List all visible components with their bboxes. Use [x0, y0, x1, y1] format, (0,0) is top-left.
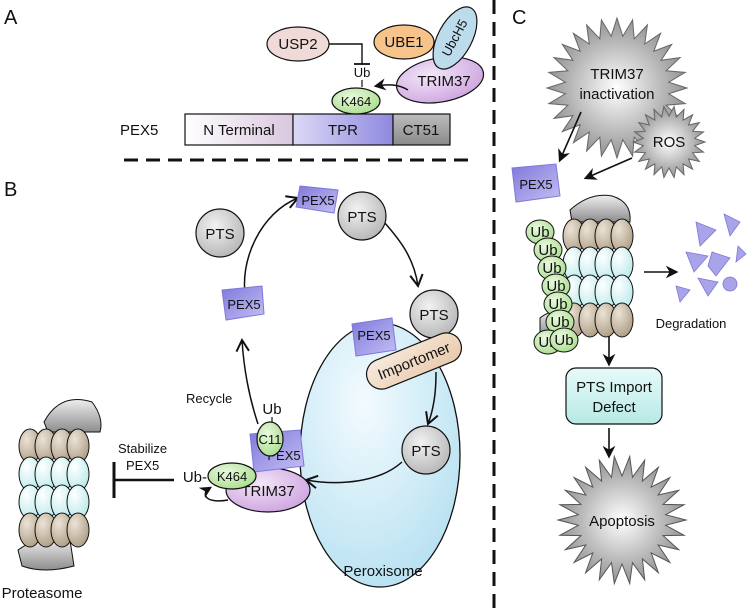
- cycle-arrow-to-dock: [383, 221, 424, 289]
- proteasome-cap-top: [43, 399, 102, 433]
- panel-c: TRIM37 inactivation ROS PEX5 UbUbUbUbUbU…: [511, 16, 747, 586]
- k464-label-b: K464: [217, 469, 247, 484]
- ubch5-oval: [432, 6, 478, 70]
- proteasome-c-subunit: [610, 302, 634, 338]
- panel-a: USP2 UBE1 TRIM37 UbcH5 Ub PEX5 N Termina…: [120, 6, 485, 146]
- fragment-3: [685, 251, 709, 273]
- pex5-shape-docked: [351, 317, 397, 357]
- panel-label-b: B: [4, 179, 17, 201]
- k464-oval-a: [331, 87, 381, 115]
- trim37-inactivation-line1: TRIM37: [590, 66, 643, 83]
- proteasome-b-subunit: [66, 512, 90, 548]
- panel-b: Peroxisome PTS PEX5 PTS PEX5 PEX5 PTS Im…: [2, 185, 463, 602]
- trim37-label-a: TRIM37: [417, 73, 470, 90]
- importomer-pill: [365, 332, 463, 390]
- ros-burst: [631, 104, 707, 180]
- pts-label-docked: PTS: [419, 307, 448, 324]
- tpr-label: TPR: [328, 122, 358, 139]
- degradation-fragments: [675, 213, 747, 303]
- pex5-shape-top: [295, 185, 339, 214]
- ros-to-pex5-arrow: [583, 157, 633, 180]
- cycle-arrow-import: [425, 371, 439, 426]
- pex5-label-docked: PEX5: [357, 328, 390, 343]
- ube1-label: UBE1: [384, 34, 423, 51]
- c11-oval: [256, 421, 284, 457]
- usp2-label: USP2: [278, 36, 317, 53]
- pex5-label-a: PEX5: [120, 122, 158, 139]
- pex5-shape-c: [511, 163, 561, 203]
- pts-circle-lower: [401, 425, 451, 475]
- pts-label-lower: PTS: [411, 443, 440, 460]
- pts-circle-top: [337, 191, 387, 241]
- k464-oval-b: [207, 462, 257, 490]
- n-terminal-label: N Terminal: [203, 122, 274, 139]
- ct51-label: CT51: [403, 122, 440, 139]
- pex5-label-top: PEX5: [301, 193, 334, 208]
- pex5-shape-left: [221, 285, 265, 321]
- fragment-5: [697, 277, 719, 297]
- proteasome-c-cap-top: [569, 194, 631, 223]
- pts-import-defect-box: [565, 367, 663, 425]
- pts-label-top: PTS: [347, 209, 376, 226]
- ub-chain-oval: [549, 327, 579, 353]
- pts-label-top-left: PTS: [205, 226, 234, 243]
- trim37-inactivation-line2: inactivation: [579, 86, 654, 103]
- proteasome-label: Proteasome: [2, 585, 83, 602]
- defect-label-line1: PTS Import: [576, 379, 653, 396]
- fragment-2: [723, 213, 741, 237]
- c11-label: C11: [259, 432, 282, 447]
- ub-chain-label: Ub: [538, 242, 557, 259]
- ub-chain-label: Ub: [554, 332, 573, 349]
- ct51-domain: [392, 113, 451, 146]
- stabilize-label-2: PEX5: [126, 458, 159, 473]
- ub-chain-label: Ub: [550, 314, 569, 331]
- apoptosis-label: Apoptosis: [589, 513, 655, 530]
- pex5-label-left: PEX5: [227, 297, 260, 312]
- usp2-inhibit-line: [329, 43, 363, 64]
- peroxisome-label: Peroxisome: [343, 563, 422, 580]
- fragment-6: [722, 276, 738, 292]
- panel-label-a: A: [4, 7, 18, 29]
- cycle-arrow-release: [303, 461, 403, 489]
- trim37-to-k464-arrow: [198, 486, 229, 502]
- pts-circle-top-left: [195, 208, 245, 258]
- fragment-1: [695, 221, 717, 247]
- ub-chain-label: Ub: [542, 260, 561, 277]
- cycle-arrow-recycle: [235, 337, 259, 425]
- recycle-label: Recycle: [186, 391, 232, 406]
- ube1-oval: [373, 24, 435, 60]
- trim37-label-b: TRIM37: [241, 483, 294, 500]
- ub-chain-label: Ub: [530, 224, 549, 241]
- ub-prefix-label: Ub-: [183, 469, 207, 486]
- defect-label-line2: Defect: [592, 399, 636, 416]
- ros-label: ROS: [653, 134, 686, 151]
- pex5-label-c: PEX5: [519, 177, 552, 192]
- panel-label-c: C: [512, 7, 526, 29]
- k464-label-a: K464: [341, 94, 371, 109]
- trim37-to-pex5-arrow: [558, 111, 582, 163]
- ub-chain-label: Ub: [546, 278, 565, 295]
- ub-chain-label: Ub: [548, 296, 567, 313]
- apoptosis-burst: [556, 454, 688, 586]
- fragment-8: [735, 245, 747, 263]
- ub-label-b: Ub: [262, 401, 281, 418]
- fragment-7: [675, 285, 691, 303]
- ub-label-a: Ub: [354, 65, 371, 80]
- stabilize-label-1: Stabilize: [118, 441, 167, 456]
- degradation-label: Degradation: [656, 316, 727, 331]
- cycle-arrow-to-top: [243, 195, 300, 301]
- fragment-4: [707, 251, 731, 277]
- trim37-to-ub-arrow: [373, 78, 409, 91]
- proteasome-b: [17, 399, 102, 571]
